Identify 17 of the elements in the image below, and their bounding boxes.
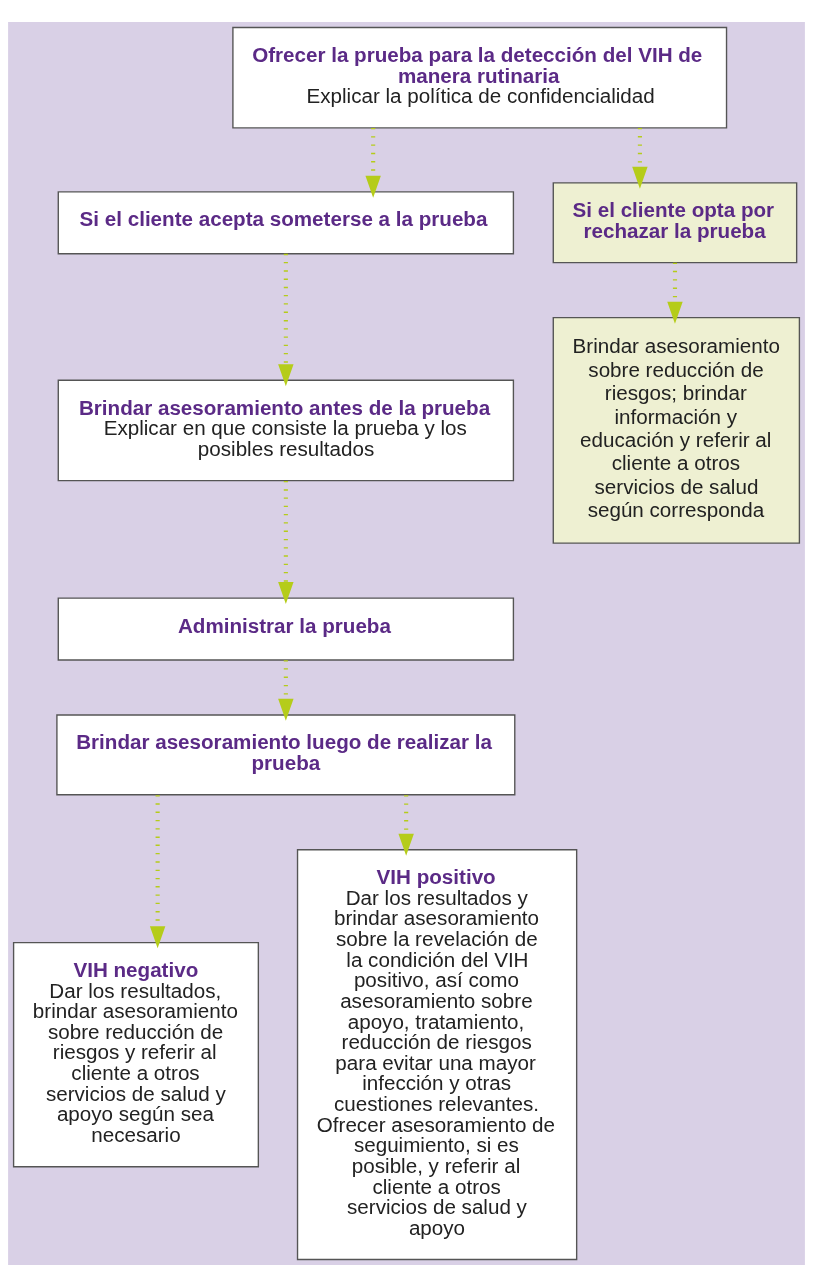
- arrow: [278, 660, 294, 721]
- node-box: Ofrecer la prueba para la detección del VIH de manera rutinaria Explicar la política de confidencialidad: [232, 26, 728, 129]
- arrow: [149, 795, 166, 949]
- arrow: [667, 262, 683, 324]
- node-box: Si el cliente opta por rechazar la prueba: [552, 182, 798, 264]
- node-box: VIH positivo Dar los resultados y brindar asesoramiento sobre la revelación de la condición del VIH positivo, así como asesoramiento sobre apoyo, tratamiento, reducción de riesgos para evitar una mayor infección y otras cuestiones relevantes. Ofrecer asesoramiento de seguimiento, si es posible, y referir al cliente a otros servicios de salud y apoyo: [296, 849, 578, 1261]
- arrow: [398, 795, 414, 856]
- node-box: Si el cliente acepta someterse a la prueba: [57, 191, 515, 255]
- arrow: [632, 128, 648, 189]
- node-box: Brindar asesoramiento sobre reducción de riesgos; brindar información y educación y referir al cliente a otros servicios de salud según corresponda: [552, 316, 801, 544]
- arrow: [278, 481, 294, 604]
- node-box: Administrar la prueba: [57, 597, 515, 661]
- arrow: [278, 253, 294, 387]
- arrow: [365, 128, 381, 198]
- node-box: VIH negativo Dar los resultados, brindar asesoramiento sobre reducción de riesgos y referir al cliente a otros servicios de salud y apoyo según sea necesario: [12, 941, 260, 1168]
- node-box: Brindar asesoramiento antes de la prueba Explicar en que consiste la prueba y los posibles resultados: [57, 379, 515, 482]
- node-box: Brindar asesoramiento luego de realizar la prueba: [56, 714, 516, 796]
